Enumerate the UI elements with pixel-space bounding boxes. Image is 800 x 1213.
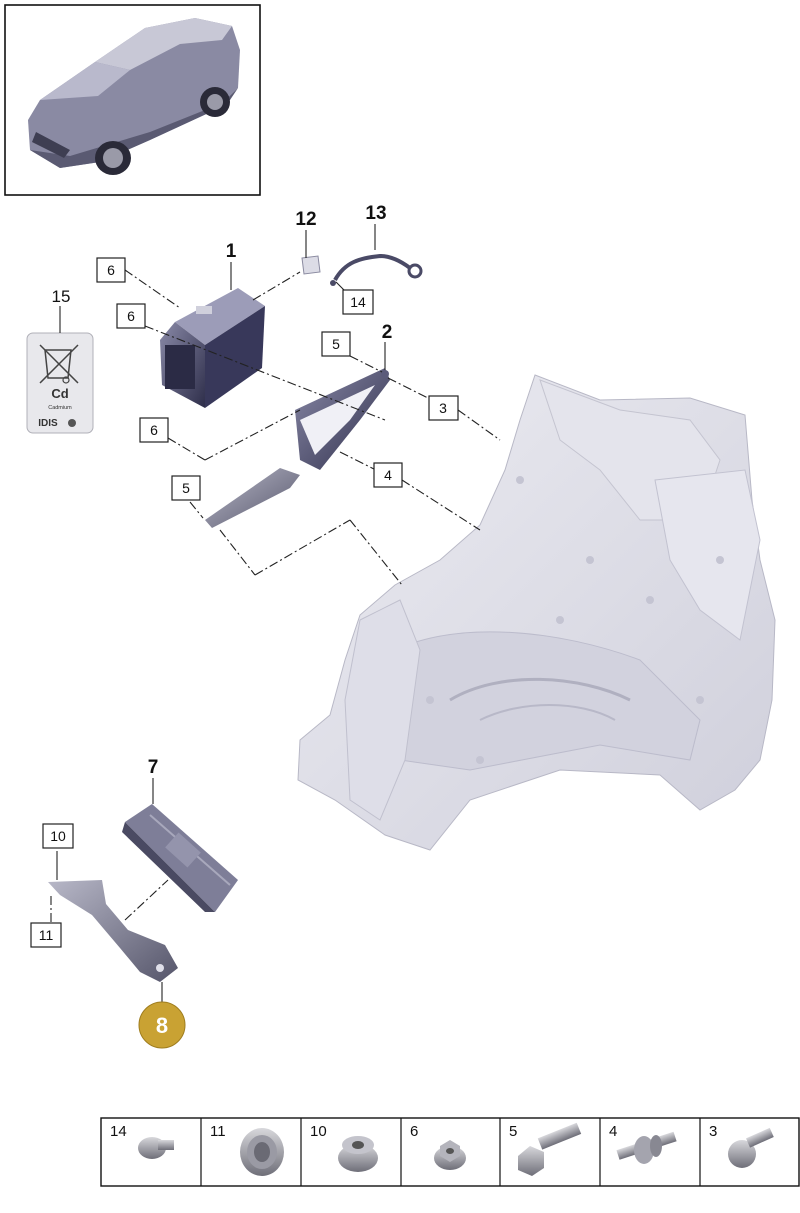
strip-label-1: 14	[110, 1123, 127, 1140]
fastener-11-grommet	[240, 1128, 284, 1176]
svg-text:8: 8	[156, 1013, 168, 1038]
callouts: 1 2 12 13 7 15 6 6 6 5 5 14	[30, 203, 459, 1049]
callout-13: 13	[365, 203, 386, 224]
callout-7: 7	[148, 757, 159, 778]
part-13-ground-strap	[330, 253, 423, 286]
strip-label-7: 3	[709, 1123, 717, 1140]
vehicle-thumbnail	[4, 4, 261, 196]
strip-label-2: 11	[210, 1123, 226, 1140]
strip-label-3: 10	[310, 1123, 327, 1140]
fastener-10-nut	[338, 1136, 378, 1172]
fastener-4-stud	[616, 1131, 677, 1164]
part-8-bracket	[48, 880, 178, 982]
callout-box-5b: 5	[171, 475, 201, 501]
crossed-bin-icon	[39, 344, 79, 384]
part-strap	[205, 468, 300, 528]
callout-box-6b: 6	[116, 303, 146, 329]
callout-box-5a: 5	[321, 331, 351, 357]
part-12-sticker	[301, 255, 321, 275]
part-1-control-unit	[160, 288, 265, 408]
strip-label-4: 6	[410, 1123, 418, 1140]
callout-box-6c: 6	[139, 417, 169, 443]
callout-box-14: 14	[342, 289, 374, 315]
part-15-disposal-label: Cd Cadmium IDIS	[26, 332, 94, 434]
svg-text:14: 14	[350, 294, 366, 310]
svg-text:4: 4	[384, 467, 392, 483]
svg-text:5: 5	[332, 336, 340, 352]
callout-box-3: 3	[428, 395, 459, 421]
svg-text:6: 6	[107, 262, 115, 278]
label-sub: Cadmium	[48, 405, 72, 411]
svg-text:10: 10	[50, 828, 66, 844]
callout-box-6a: 6	[96, 257, 126, 283]
fastener-14-bolt	[138, 1137, 174, 1159]
svg-text:6: 6	[127, 308, 135, 324]
fastener-6-nut	[434, 1140, 466, 1170]
fastener-5-bolt	[518, 1122, 582, 1176]
callout-box-11: 11	[30, 922, 62, 948]
label-symbol: Cd	[51, 386, 68, 401]
part-2-bracket	[295, 368, 390, 470]
callout-2: 2	[382, 322, 393, 343]
label-brand: IDIS	[38, 418, 58, 429]
strip-label-6: 4	[609, 1123, 617, 1140]
fastener-strip: 14 11 10 6 5 4 3	[100, 1117, 800, 1187]
car-illustration	[28, 18, 240, 175]
rear-body-structure	[297, 374, 776, 851]
part-7-module	[122, 804, 238, 912]
fastener-3-bolt	[728, 1127, 774, 1168]
strip-label-5: 5	[509, 1123, 517, 1140]
callout-1: 1	[226, 241, 237, 262]
callout-8-highlight[interactable]: 8	[138, 1001, 186, 1049]
callout-12: 12	[295, 209, 316, 230]
svg-text:3: 3	[439, 400, 447, 416]
callout-box-4: 4	[373, 462, 403, 488]
callout-box-10: 10	[42, 823, 74, 849]
svg-text:5: 5	[182, 480, 190, 496]
svg-text:11: 11	[39, 927, 54, 943]
svg-text:6: 6	[150, 422, 158, 438]
callout-15: 15	[52, 287, 71, 306]
